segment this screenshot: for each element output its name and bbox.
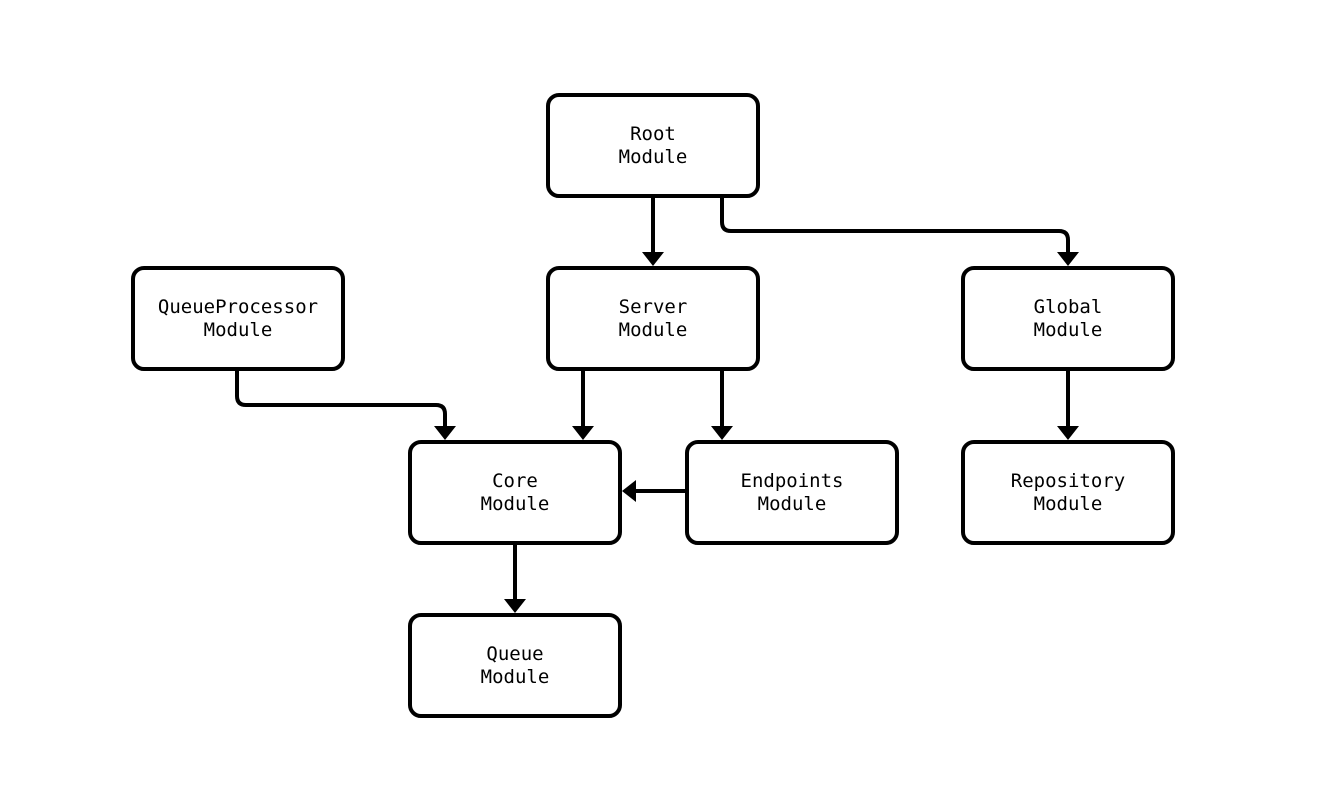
arrowhead-icon bbox=[711, 426, 733, 440]
node-box[interactable] bbox=[408, 440, 622, 545]
node-label-line2: Module bbox=[758, 493, 827, 515]
node-label-line2: Module bbox=[619, 146, 688, 168]
node-label-line1: Server bbox=[619, 296, 688, 318]
edge-queueprocessor-to-core bbox=[235, 369, 456, 440]
arrowhead-icon bbox=[572, 426, 594, 440]
arrowhead-icon bbox=[434, 426, 456, 440]
arrowhead-icon bbox=[622, 480, 636, 502]
node-label-line1: Core bbox=[492, 470, 538, 492]
node-box[interactable] bbox=[961, 440, 1175, 545]
node-box[interactable] bbox=[131, 266, 345, 371]
node-label-line1: Global bbox=[1034, 296, 1103, 318]
node-box[interactable] bbox=[546, 93, 760, 198]
edge-root-to-global bbox=[720, 196, 1079, 266]
node-box[interactable] bbox=[961, 266, 1175, 371]
edge-layer bbox=[235, 196, 1079, 613]
arrowhead-icon bbox=[1057, 426, 1079, 440]
node-label-line2: Module bbox=[481, 666, 550, 688]
node-label-line2: Module bbox=[1034, 493, 1103, 515]
node-label-line2: Module bbox=[481, 493, 550, 515]
node-label-line2: Module bbox=[1034, 319, 1103, 341]
node-label-line2: Module bbox=[204, 319, 273, 341]
arrowhead-icon bbox=[504, 599, 526, 613]
edge-core-to-queue bbox=[504, 543, 526, 613]
edge-line bbox=[720, 196, 1070, 256]
node-box[interactable] bbox=[546, 266, 760, 371]
edge-server-to-endpoints bbox=[711, 369, 733, 440]
edge-root-to-server bbox=[642, 196, 664, 266]
edge-server-to-core bbox=[572, 369, 594, 440]
node-label-line1: QueueProcessor bbox=[158, 296, 318, 318]
node-box[interactable] bbox=[685, 440, 899, 545]
node-label-line1: Endpoints bbox=[741, 470, 844, 492]
edge-endpoints-to-core bbox=[622, 480, 687, 502]
node-label-line1: Queue bbox=[486, 643, 543, 665]
edge-line bbox=[235, 369, 447, 430]
edge-global-to-repository bbox=[1057, 369, 1079, 440]
arrowhead-icon bbox=[1057, 252, 1079, 266]
node-label-line1: Root bbox=[630, 123, 676, 145]
node-label-line1: Repository bbox=[1011, 470, 1125, 492]
node-box[interactable] bbox=[408, 613, 622, 718]
node-label-line2: Module bbox=[619, 319, 688, 341]
arrowhead-icon bbox=[642, 252, 664, 266]
node-layer: RootModuleQueueProcessorModuleServerModu… bbox=[131, 93, 1175, 718]
